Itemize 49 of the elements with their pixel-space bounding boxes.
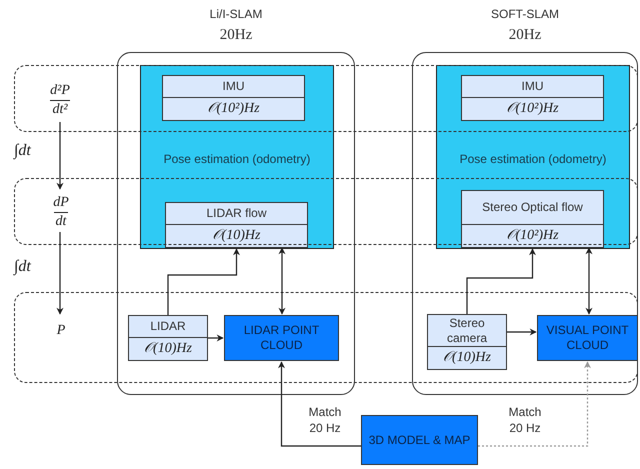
arrow	[278, 247, 286, 315]
sensor-label: Stereo camera	[446, 315, 488, 346]
sensor-box	[165, 202, 308, 248]
data-box	[224, 315, 339, 361]
sensor-label: Stereo Optical flow	[481, 199, 584, 216]
arrow	[586, 247, 592, 315]
rate-label: 𝒪(10)Hz	[428, 346, 506, 369]
edge-label: ∫dt	[14, 142, 31, 160]
box-label: 3D MODEL & MAP	[368, 432, 470, 448]
rate-label: 𝒪(10²)Hz	[163, 97, 304, 120]
sensor-box	[128, 315, 208, 361]
edge-label: Match 20 Hz	[508, 405, 542, 436]
arrow	[278, 361, 361, 447]
fraction-denominator: dt²	[50, 100, 70, 118]
sensor-box	[427, 314, 507, 370]
box-label: LIDAR POINT CLOUD	[242, 323, 320, 353]
box-label: VISUAL POINT CLOUD	[545, 323, 630, 353]
arrow	[507, 328, 537, 336]
data-box	[361, 415, 478, 465]
math-symbol: P	[56, 322, 66, 340]
edge-label: Match 20 Hz	[308, 405, 342, 436]
rate-label: 20Hz	[508, 27, 542, 44]
rate-label: 20Hz	[220, 27, 252, 44]
rate-label: 𝒪(10²)Hz	[462, 97, 603, 120]
rate-label: 𝒪(10²)Hz	[462, 224, 603, 247]
system-title: Li/I-SLAM	[210, 7, 262, 21]
pose-label: Pose estimation (odometry)	[162, 152, 312, 166]
sensor-box	[162, 75, 305, 121]
edge-label: ∫dt	[14, 258, 31, 276]
arrow	[167, 248, 240, 315]
rate-label: 𝒪(10)Hz	[166, 224, 307, 247]
sensor-box	[461, 190, 604, 248]
fraction-denominator: dt	[54, 212, 68, 230]
sensor-box	[461, 75, 604, 121]
arrow	[478, 361, 591, 447]
fraction-numerator: d²P	[49, 82, 71, 100]
arrow	[466, 248, 536, 314]
arrow	[56, 232, 64, 315]
arrow	[208, 334, 224, 342]
sensor-label: LIDAR flow	[205, 205, 268, 222]
pose-label: Pose estimation (odometry)	[458, 152, 608, 166]
arrow	[56, 122, 64, 190]
fraction-numerator: dP	[52, 194, 70, 212]
sensor-label: IMU	[222, 78, 246, 96]
rate-label: 𝒪(10)Hz	[129, 337, 207, 360]
sensor-label: IMU	[520, 78, 544, 96]
sensor-label: LIDAR	[149, 318, 187, 336]
data-box	[537, 315, 638, 361]
system-title: SOFT-SLAM	[490, 7, 559, 21]
